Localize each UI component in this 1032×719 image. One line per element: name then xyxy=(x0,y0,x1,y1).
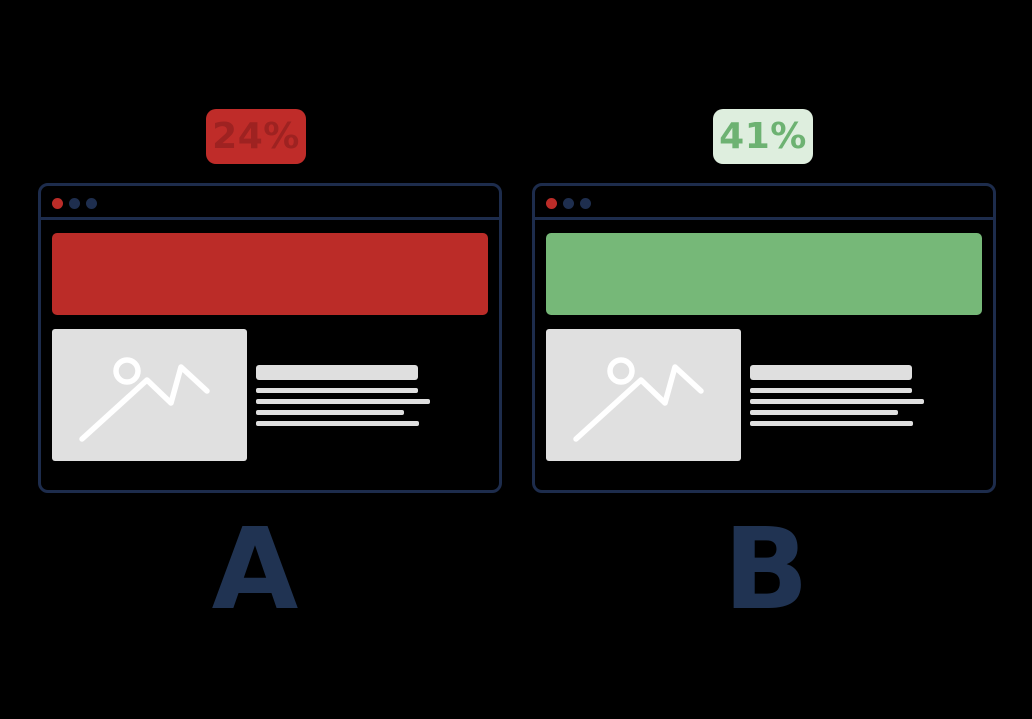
text-placeholder-line xyxy=(750,421,913,426)
window-dot-icon xyxy=(69,197,80,209)
text-placeholder-heading xyxy=(750,365,912,380)
window-dot-red-icon xyxy=(52,197,63,209)
window-dot-red-icon xyxy=(546,197,557,209)
hero-banner-a xyxy=(52,233,488,315)
image-placeholder-icon xyxy=(79,357,210,442)
variant-label-b: B xyxy=(723,505,809,635)
text-placeholder-line xyxy=(750,410,898,415)
text-placeholder-line xyxy=(750,399,924,404)
conversion-rate-badge-a: 24% xyxy=(206,109,306,164)
browser-window-a xyxy=(38,183,502,493)
text-placeholder-block xyxy=(256,365,430,461)
window-dot-icon xyxy=(563,197,574,209)
image-placeholder-icon xyxy=(573,357,704,442)
text-placeholder-line xyxy=(256,388,418,393)
text-placeholder-line xyxy=(256,410,404,415)
text-placeholder-block xyxy=(750,365,924,461)
window-titlebar xyxy=(535,186,993,220)
window-dot-icon xyxy=(86,197,97,209)
window-dot-icon xyxy=(580,197,591,209)
page-content xyxy=(52,329,488,461)
page-content xyxy=(546,329,982,461)
text-placeholder-line xyxy=(256,399,430,404)
text-placeholder-line xyxy=(750,388,912,393)
hero-banner-b xyxy=(546,233,982,315)
image-placeholder xyxy=(52,329,247,461)
conversion-rate-badge-b: 41% xyxy=(713,109,813,164)
text-placeholder-heading xyxy=(256,365,418,380)
text-placeholder-line xyxy=(256,421,419,426)
image-placeholder xyxy=(546,329,741,461)
variant-label-a: A xyxy=(211,505,299,635)
browser-window-b xyxy=(532,183,996,493)
window-titlebar xyxy=(41,186,499,220)
